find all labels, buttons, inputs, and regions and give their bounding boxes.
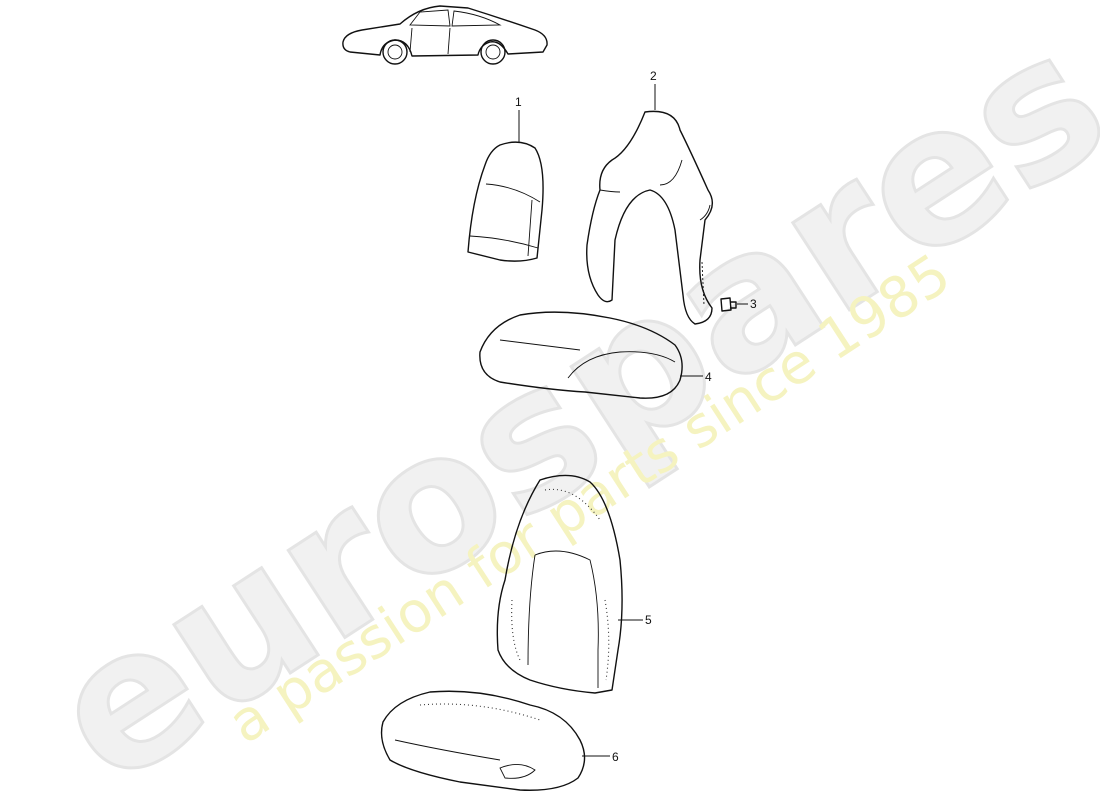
watermark: eurospares a passion for parts since 198… [13, 0, 1100, 800]
part-6-seat-cushion-foam: 6 [380, 690, 619, 791]
part-number-3: 3 [750, 297, 757, 311]
part-number-5: 5 [645, 613, 652, 627]
part-2-backrest-cover: 2 [586, 69, 713, 325]
part-5-backrest-foam: 5 [496, 474, 652, 694]
part-4-seat-cushion-cover: 4 [479, 311, 712, 399]
part-3-clip: 3 [720, 297, 757, 312]
part-number-2: 2 [650, 69, 657, 83]
watermark-brand: eurospares [14, 0, 1100, 800]
part-number-1: 1 [515, 95, 522, 109]
car-side-view-icon [342, 5, 548, 65]
part-number-6: 6 [612, 750, 619, 764]
part-1-seat-cover: 1 [467, 95, 544, 262]
part-number-4: 4 [705, 370, 712, 384]
